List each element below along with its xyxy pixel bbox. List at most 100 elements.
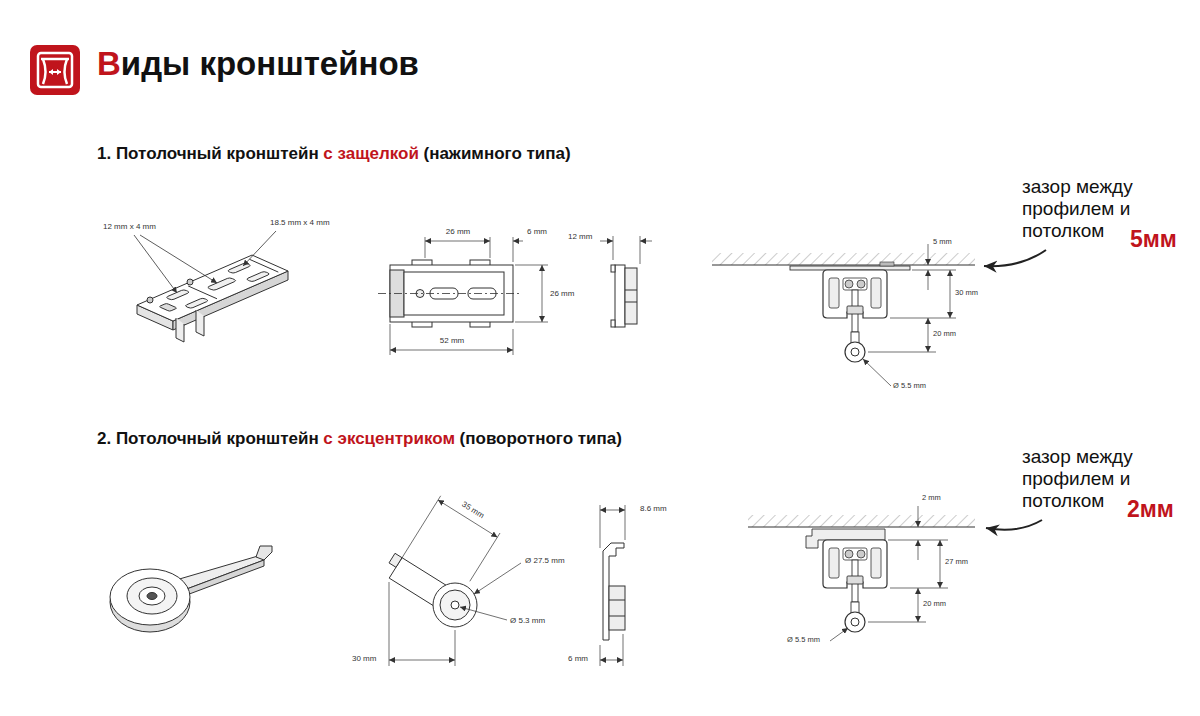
- dimension-line: [460, 607, 507, 620]
- heading-text: (нажимного типа): [423, 144, 570, 163]
- dimension-line: [515, 265, 548, 266]
- eccentric-bracket-top-view: [389, 553, 477, 627]
- dimension-line: [474, 563, 521, 594]
- latch-bracket-perspective: [137, 255, 288, 321]
- logo-icon: [30, 45, 80, 95]
- eccentric-bracket-perspective: [139, 587, 165, 605]
- latch-bracket-perspective: [159, 303, 177, 311]
- dimension-line: [918, 540, 919, 560]
- eccentric-bracket-perspective: [184, 560, 264, 596]
- dimension-label: 12 mm x 4 mm: [103, 222, 156, 231]
- ceiling-hatch: [712, 253, 975, 265]
- dimension-line: [401, 496, 441, 560]
- callout-arrow: [986, 520, 1042, 530]
- eccentric-bracket-perspective: [147, 593, 157, 600]
- dimension-label: 5 mm: [933, 238, 952, 247]
- latch-bracket-perspective: [137, 255, 288, 342]
- dimension-line: [940, 540, 941, 588]
- page-title: Виды кронштейнов: [97, 44, 419, 84]
- dimension-line: [542, 265, 543, 322]
- dimension-line: [470, 533, 500, 581]
- eccentric-bracket-top-view: [451, 601, 459, 609]
- logo-icon: [43, 59, 46, 84]
- dimension-line: [600, 241, 613, 242]
- latch-bracket-side-view: [625, 290, 637, 291]
- dimension-line: [438, 500, 497, 537]
- eccentric-bracket-top-view: [389, 553, 402, 567]
- dimension-line: [830, 506, 948, 641]
- dimension-label: 30 mm: [352, 654, 376, 663]
- eccentric-bracket-perspective: [127, 578, 177, 614]
- eccentric-bracket-perspective: [110, 569, 190, 625]
- leader-line: [140, 235, 217, 283]
- dimension-label: 52 mm: [440, 336, 464, 345]
- eccentric-bracket-side-view: [609, 600, 625, 601]
- logo-icon: [65, 59, 68, 84]
- dimension-line: [888, 540, 948, 541]
- dimension-line: [600, 505, 625, 666]
- logo-icon: [38, 53, 72, 87]
- latch-bracket-perspective: [250, 259, 279, 272]
- section-heading: 1. Потолочный кронштейнс защелкой(нажимн…: [97, 144, 575, 164]
- dimension-line: [390, 237, 548, 355]
- latch-bracket-perspective: [176, 318, 184, 342]
- latch-bracket-side-view: [625, 302, 637, 303]
- mounted-latch-profile: [823, 270, 887, 362]
- dimension-line: [513, 241, 523, 242]
- ceiling-hatch: [748, 515, 975, 527]
- gap-value: 2мм: [1127, 496, 1174, 522]
- mounted-latch-profile: [880, 262, 894, 266]
- dimension-label: 20 mm: [933, 330, 956, 339]
- eccentric-bracket-side-view: [603, 543, 624, 640]
- dimension-line: [928, 318, 929, 352]
- dimension-line: [623, 634, 624, 666]
- dimension-line: [600, 660, 623, 661]
- dimension-line: [890, 318, 956, 319]
- dimension-line: [912, 270, 956, 271]
- latch-bracket-perspective: [165, 289, 190, 300]
- dimension-label: 26 mm: [446, 227, 470, 236]
- dimension-line: [600, 510, 625, 511]
- dimension-line: [863, 359, 891, 386]
- latch-bracket-side-view: [615, 265, 625, 327]
- dimension-label: 20 mm: [923, 600, 946, 609]
- dimension-line: [868, 622, 926, 623]
- dimension-label: 26 mm: [550, 289, 574, 298]
- dimension-line: [928, 244, 929, 265]
- leader-line: [134, 235, 177, 293]
- dimension-label: 6 mm: [527, 227, 547, 236]
- logo-icon: [41, 58, 69, 61]
- dimension-label: 30 mm: [955, 289, 978, 298]
- dimension-line: [389, 660, 455, 661]
- dimension-label: 18.5 mm x 4 mm: [270, 218, 330, 227]
- dimension-label: Ø 5.3 mm: [510, 616, 545, 625]
- dimension-line: [425, 241, 490, 242]
- mounted-eccentric-profile: [806, 529, 887, 632]
- dimension-label: Ø 27.5 mm: [525, 556, 565, 565]
- heading-text: (поворотного типа): [460, 429, 622, 448]
- dimension-label: 35 mm: [460, 500, 486, 521]
- dimension-line: [918, 588, 919, 622]
- dimension-label: 8.6 mm: [640, 504, 667, 513]
- latch-bracket-top-view: [378, 293, 522, 294]
- leader-line: [134, 231, 276, 293]
- dimension-line: [600, 236, 652, 264]
- dimension-line: [640, 236, 641, 264]
- heading-text: 1. Потолочный кронштейн: [97, 144, 319, 163]
- dimension-line: [928, 270, 929, 290]
- logo-icon: [49, 69, 61, 75]
- dimension-label: Ø 5.5 mm: [893, 382, 926, 391]
- dimension-label: 6 mm: [568, 654, 588, 663]
- heading-text: с защелкой: [323, 144, 419, 163]
- logo-icon: [30, 45, 80, 95]
- eccentric-bracket-top-view: [433, 583, 477, 627]
- heading-text: с эксцентриком: [323, 429, 455, 448]
- latch-bracket-perspective: [184, 298, 209, 309]
- latch-bracket-perspective: [196, 310, 204, 336]
- latch-bracket-perspective: [227, 263, 252, 274]
- section-heading: 2. Потолочный кронштейнс эксцентриком(по…: [97, 429, 627, 449]
- mounted-latch-profile: [790, 266, 910, 270]
- dimension-line: [513, 329, 514, 355]
- mounted-latch-profile: [790, 262, 910, 362]
